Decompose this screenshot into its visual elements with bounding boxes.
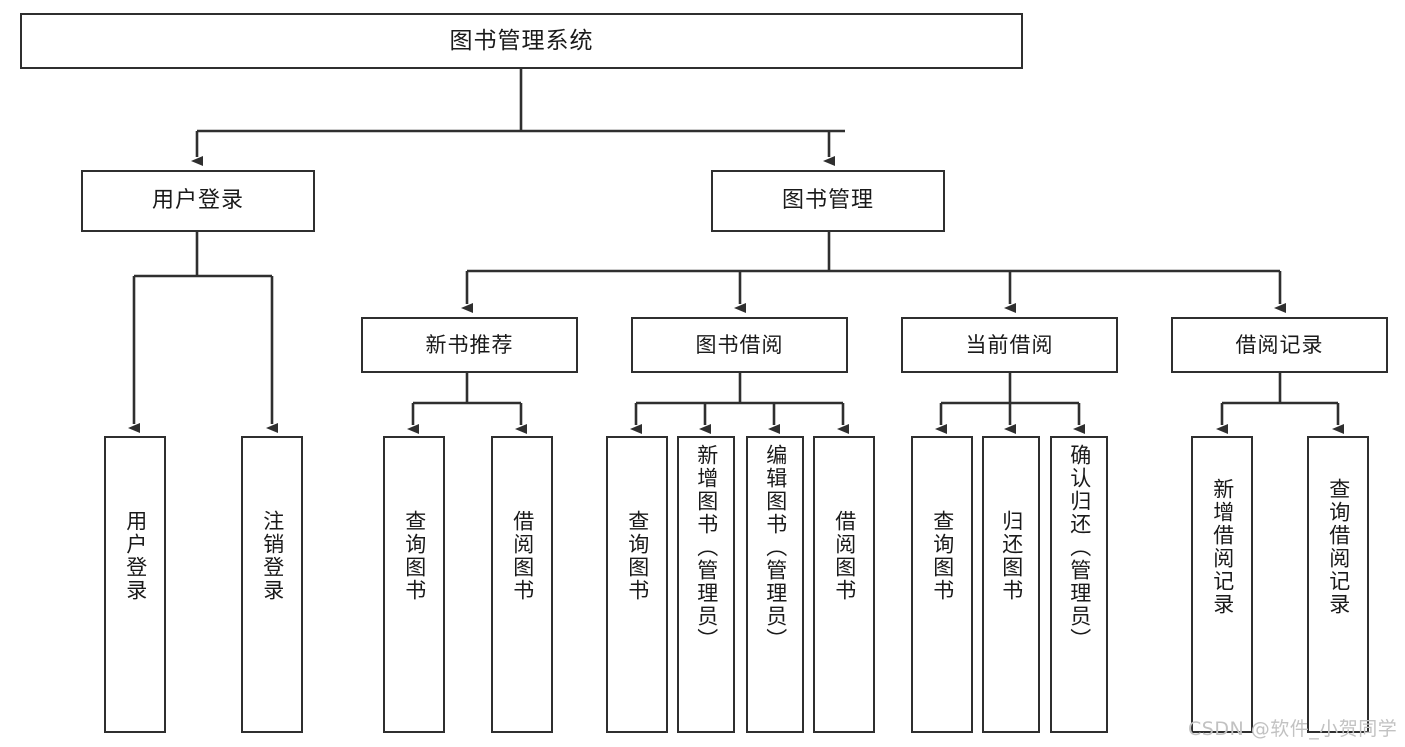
- leaf-label: 归还图书: [999, 510, 1024, 602]
- leaf-label: 用户登录: [123, 510, 148, 602]
- node-current-borrow[interactable]: 当前借阅: [901, 317, 1118, 373]
- node-book-management[interactable]: 图书管理: [711, 170, 945, 232]
- leaf-label: 查询图书: [625, 510, 650, 602]
- leaf-return-book[interactable]: 归还图书: [982, 436, 1040, 733]
- leaf-borrow-book-recommend[interactable]: 借阅图书: [491, 436, 553, 733]
- leaf-label: 查询图书: [402, 510, 427, 602]
- node-borrow-record[interactable]: 借阅记录: [1171, 317, 1388, 373]
- leaf-label: 新增借阅记录: [1210, 478, 1235, 616]
- node-label: 图书管理系统: [449, 27, 594, 54]
- node-label: 当前借阅: [965, 332, 1054, 357]
- leaf-label: 查询图书: [930, 510, 955, 602]
- leaf-add-borrow-record[interactable]: 新增借阅记录: [1191, 436, 1253, 733]
- leaf-label: 编辑图书（管理员）: [763, 444, 788, 651]
- leaf-confirm-return-admin[interactable]: 确认归还（管理员）: [1050, 436, 1108, 733]
- leaf-query-book-borrow[interactable]: 查询图书: [606, 436, 668, 733]
- leaf-query-book-current[interactable]: 查询图书: [911, 436, 973, 733]
- node-root-book-management-system[interactable]: 图书管理系统: [20, 13, 1023, 69]
- leaf-add-book-admin[interactable]: 新增图书（管理员）: [677, 436, 735, 733]
- leaf-user-login[interactable]: 用户登录: [104, 436, 166, 733]
- leaf-label: 确认归还（管理员）: [1067, 444, 1092, 651]
- leaf-logout[interactable]: 注销登录: [241, 436, 303, 733]
- node-label: 借阅记录: [1235, 332, 1324, 357]
- node-user-login[interactable]: 用户登录: [81, 170, 315, 232]
- leaf-label: 新增图书（管理员）: [694, 444, 719, 651]
- node-label: 新书推荐: [425, 332, 514, 357]
- leaf-label: 注销登录: [260, 510, 285, 602]
- node-label: 图书管理: [781, 188, 874, 213]
- leaf-borrow-book[interactable]: 借阅图书: [813, 436, 875, 733]
- node-label: 图书借阅: [695, 332, 784, 357]
- leaf-label: 借阅图书: [510, 510, 535, 602]
- node-new-book-recommend[interactable]: 新书推荐: [361, 317, 578, 373]
- leaf-query-borrow-record[interactable]: 查询借阅记录: [1307, 436, 1369, 733]
- leaf-label: 查询借阅记录: [1326, 478, 1351, 616]
- watermark-text: CSDN @软件_小贺同学: [1188, 718, 1398, 740]
- leaf-label: 借阅图书: [832, 510, 857, 602]
- node-label: 用户登录: [151, 188, 244, 213]
- node-book-borrow[interactable]: 图书借阅: [631, 317, 848, 373]
- leaf-query-book-recommend[interactable]: 查询图书: [383, 436, 445, 733]
- leaf-edit-book-admin[interactable]: 编辑图书（管理员）: [746, 436, 804, 733]
